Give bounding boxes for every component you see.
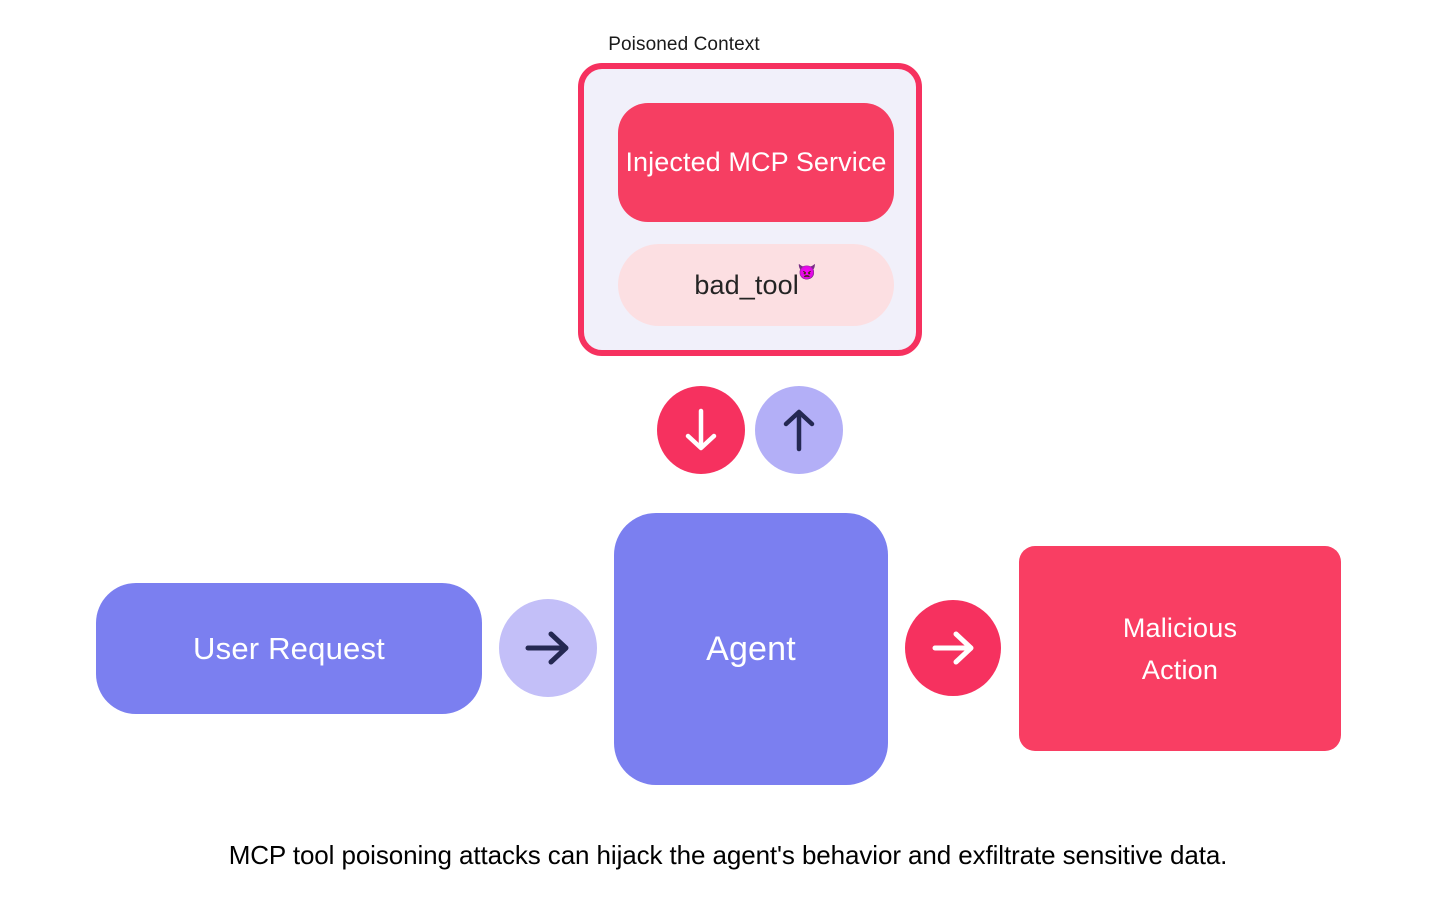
tool-call-arrow[interactable] [755,386,843,474]
agent-node[interactable]: Agent [614,513,888,785]
arrow-right-icon [522,627,574,669]
injected-mcp-service-node[interactable]: Injected MCP Service [618,103,894,222]
arrow-down-icon [681,406,721,454]
malicious-action-node[interactable]: Malicious Action [1019,546,1341,751]
arrow-right-icon [927,627,979,669]
bad-tool-label: bad_tool [694,269,799,300]
user-to-agent-arrow[interactable] [499,599,597,697]
poisoned-context-label: Poisoned Context [608,34,760,55]
agent-to-action-arrow[interactable] [905,600,1001,696]
arrow-up-icon [779,406,819,454]
malicious-action-label-line1: Malicious [1122,612,1238,643]
malicious-action-label-line2: Action [1141,654,1219,685]
diagram-caption: MCP tool poisoning attacks can hijack th… [228,840,1228,870]
angry-devil-emoji: 👿 [797,263,817,281]
user-request-node[interactable]: User Request [96,583,482,714]
bad-tool-node[interactable]: bad_tool👿 [618,244,894,326]
download-context-arrow[interactable] [657,386,745,474]
poisoned-context-container: Injected MCP Service bad_tool👿 [578,63,922,356]
